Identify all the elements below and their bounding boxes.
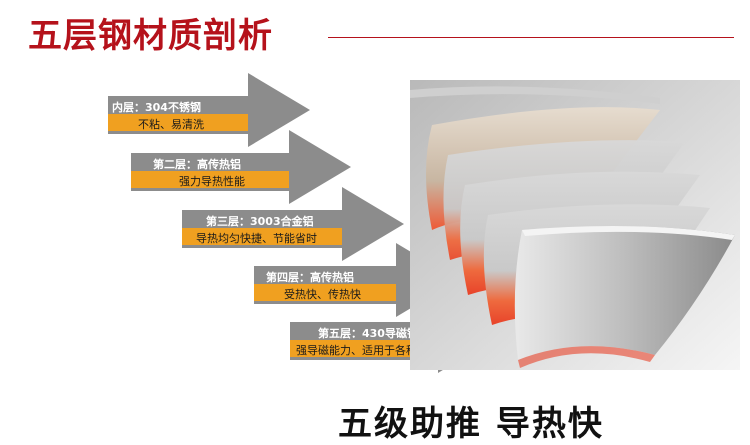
layer-arrow-4: 第四层：高传热铝 受热快、传热快 — [254, 243, 584, 317]
layer-4-name: 第四层：高传热铝 — [266, 271, 354, 284]
arrow-shape-2 — [131, 130, 351, 204]
arrow-shape-4 — [254, 243, 458, 317]
layer-arrow-2: 第二层：高传热铝 强力导热性能 — [131, 130, 461, 204]
layer-3-name: 第三层：3003合金铝 — [206, 215, 314, 228]
page-title: 五层钢材质剖析 — [28, 16, 273, 56]
layer-1-desc: 不粘、易清洗 — [138, 118, 204, 131]
layer-1-name: 内层：304不锈钢 — [112, 101, 201, 114]
layer-cross-section-image — [410, 80, 740, 370]
arrow-shape-1 — [108, 73, 310, 147]
layer-arrow-3: 第三层：3003合金铝 导热均匀快捷、节能省时 — [182, 187, 512, 261]
title-divider — [328, 37, 734, 38]
slogan: 五级助推 导热快 — [338, 404, 604, 444]
layer-2-name: 第二层：高传热铝 — [153, 158, 241, 171]
layer-arrow-1: 内层：304不锈钢 不粘、易清洗 — [108, 73, 438, 147]
layer-5-name: 第五层：430导磁钢 — [318, 327, 418, 340]
layer-3-desc: 导热均匀快捷、节能省时 — [196, 232, 317, 245]
layer-2-desc: 强力导热性能 — [179, 175, 245, 188]
layer-4-desc: 受热快、传热快 — [284, 288, 361, 301]
layer-5-desc: 强导磁能力、适用于各种炉具 — [296, 344, 439, 357]
arrow-shape-3 — [182, 187, 404, 261]
